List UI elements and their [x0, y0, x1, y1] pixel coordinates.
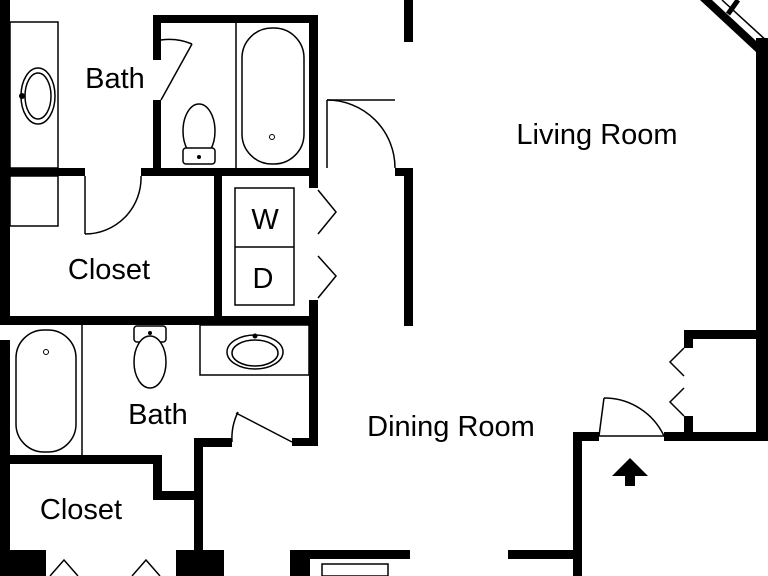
wall-closet-step-horz — [153, 491, 203, 500]
wall-hall-mid — [404, 168, 413, 326]
door-coat-closet-bifold — [668, 347, 685, 417]
wall-bath-divider-top — [153, 15, 161, 60]
wall-lower-bath-right — [309, 316, 318, 446]
upper-sink-basin — [24, 72, 52, 120]
partitions — [9, 21, 310, 455]
label-closet-lower: Closet — [40, 494, 122, 526]
wall-entry-top-right — [664, 432, 768, 441]
wall-tub-top — [153, 15, 318, 23]
upper-tub-icon — [241, 27, 305, 165]
door-lower-bath — [231, 411, 293, 443]
label-closet-upper: Closet — [68, 254, 150, 286]
wall-laundry-right-bottom — [309, 300, 318, 320]
wall-coat-closet-top — [684, 330, 768, 339]
lower-fixture-partial — [321, 563, 389, 576]
wall-bottom-mid — [290, 550, 410, 559]
wall-coat-closet-left-top — [684, 330, 693, 348]
label-living-room: Living Room — [516, 119, 677, 151]
wall-laundry-right-top — [309, 168, 318, 188]
label-bath-lower: Bath — [128, 399, 188, 431]
lower-tub-icon — [15, 329, 77, 453]
door-lower-closet-bifold — [49, 558, 161, 576]
bay-window-line — [721, 0, 768, 43]
wall-bottom-left — [0, 550, 46, 576]
wall-right — [756, 38, 768, 441]
wall-bottom-left-mid — [176, 550, 224, 576]
lower-vanity-counter — [199, 324, 310, 376]
door-hall — [326, 99, 396, 169]
upper-sink-faucet — [19, 93, 25, 99]
wall-bottom-mid-post — [290, 550, 310, 576]
wall-lower-bath-bottom-right — [194, 438, 232, 447]
wall-bottom-right — [508, 550, 582, 559]
upper-toilet-icon — [182, 103, 216, 165]
wall-bay-angle — [700, 0, 768, 62]
wall-tub-right — [309, 15, 318, 170]
door-laundry-bifold — [317, 189, 337, 299]
doors — [49, 38, 685, 576]
wall-entry-top-left — [573, 432, 599, 441]
lower-sink-icon — [226, 333, 284, 370]
label-dining-room: Dining Room — [367, 411, 535, 443]
wall-entry-left — [573, 432, 582, 576]
wall-upper-bath-bottom-right — [141, 168, 318, 176]
entry-arrow-icon — [612, 458, 648, 486]
door-upper-closet — [84, 175, 142, 235]
upper-vanity-counter — [9, 21, 59, 169]
door-entry — [598, 397, 665, 437]
closet-shelf-upper — [9, 175, 59, 227]
wall-lower-bath-bottom-left — [0, 455, 162, 464]
wall-coat-closet-left-bottom — [684, 416, 693, 441]
label-washer: W — [251, 204, 279, 236]
label-dryer: D — [253, 263, 274, 295]
wall-closet-right — [194, 438, 203, 553]
door-upper-bath — [160, 38, 193, 101]
label-bath-upper: Bath — [85, 63, 145, 95]
lower-toilet-icon — [133, 325, 167, 389]
wall-hall-top — [404, 0, 413, 42]
bay-window-mullion — [725, 0, 741, 16]
wall-left-upper — [0, 0, 10, 320]
wall-laundry-left — [214, 168, 222, 320]
wall-bath-divider-bottom — [153, 100, 161, 170]
wall-closet-step-vert — [153, 455, 162, 500]
wall-upper-bath-bottom-left — [0, 168, 85, 176]
wall-lower-bath-door-stub — [292, 438, 318, 446]
wall-lower-bath-top — [0, 316, 318, 325]
room-labels: Bath Living Room W D Closet Bath Dining … — [40, 63, 678, 526]
fixtures — [15, 27, 389, 576]
